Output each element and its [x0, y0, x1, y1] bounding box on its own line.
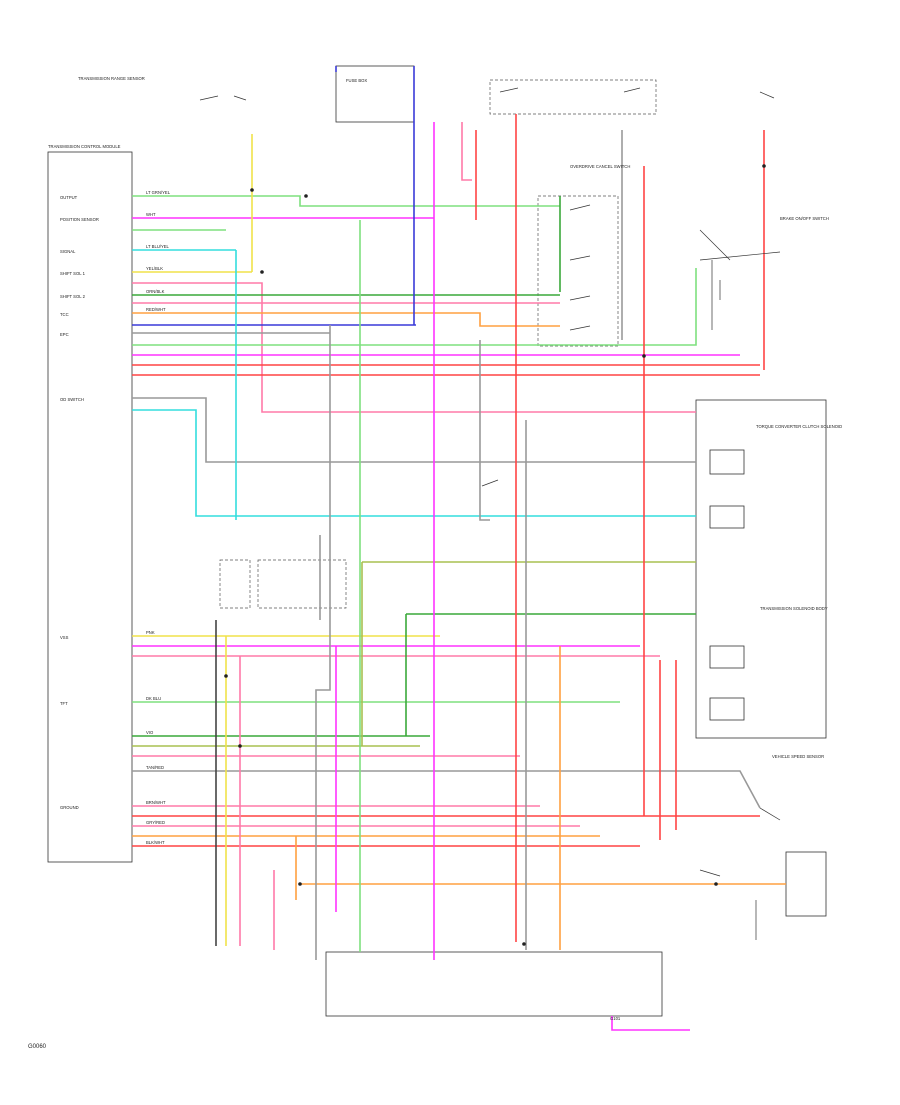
- wire-group-horizontal: [132, 195, 786, 885]
- wire-label-8: VIO: [146, 730, 154, 735]
- pin-label-7: OD SWITCH: [60, 397, 84, 402]
- wire-label-11: GRY/RED: [146, 820, 165, 825]
- label-tcc: TORQUE CONVERTER CLUTCH SOLENOID: [756, 424, 842, 429]
- switch-symbols: [199, 87, 781, 940]
- pin-label-10: GROUND: [60, 805, 79, 810]
- wire-label-3: YEL/BLK: [146, 266, 163, 271]
- wire-label-2: LT BLU/YEL: [146, 244, 170, 249]
- wire-label-0: LT GRN/YEL: [146, 190, 171, 195]
- pin-label-5: TCC: [60, 312, 69, 317]
- wire-label-4: ORN/BLK: [146, 289, 165, 294]
- pin-label-2: SIGNAL: [60, 249, 76, 254]
- pin-label-0: OUTPUT: [60, 195, 78, 200]
- pin-label-4: SHIFT SOL 2: [60, 294, 86, 299]
- label-left-sensor: TRANSMISSION RANGE SENSOR: [78, 76, 145, 81]
- fuse-box: [335, 65, 415, 123]
- label-solenoid-body: TRANSMISSION SOLENOID BODY: [760, 606, 828, 611]
- bottom-connector: [325, 951, 663, 1017]
- wire-label-10: BRN/WHT: [146, 800, 166, 805]
- wire-label-1: WHT: [146, 212, 156, 217]
- wire-group-vertical: [215, 66, 765, 1031]
- wire-label-7: DK BLU: [146, 696, 161, 701]
- solenoid-3: [709, 645, 745, 669]
- wire-label-9: TAN/RED: [146, 765, 164, 770]
- wire-label-5: RED/WHT: [146, 307, 166, 312]
- label-ground: G101: [610, 1016, 621, 1021]
- label-fuse-box: FUSE BOX: [346, 78, 367, 83]
- switch-box: [537, 195, 619, 347]
- vss-box: [785, 851, 827, 917]
- pin-label-8: VSS: [60, 635, 69, 640]
- label-pcm: TRANSMISSION CONTROL MODULE: [48, 144, 121, 149]
- pin-labels: OUTPUT POSITION SENSOR SIGNAL SHIFT SOL …: [60, 195, 99, 810]
- pin-label-6: EPC: [60, 332, 69, 337]
- component-labels: TRANSMISSION RANGE SENSOR TRANSMISSION C…: [28, 76, 842, 1050]
- pin-label-3: SHIFT SOL 1: [60, 271, 86, 276]
- wire-label-6: PNK: [146, 630, 155, 635]
- pin-label-1: POSITION SENSOR: [60, 217, 99, 222]
- solenoid-2: [709, 505, 745, 529]
- relay-block: [489, 79, 657, 115]
- label-vss: VEHICLE SPEED SENSOR: [772, 754, 824, 759]
- label-brake-switch: BRAKE ON/OFF SWITCH: [780, 216, 829, 221]
- mid-sensor-box-2: [219, 559, 251, 609]
- wire-label-12: BLK/WHT: [146, 840, 165, 845]
- solenoid-body: [695, 399, 827, 739]
- splice-dots: [224, 164, 766, 946]
- solenoid-1: [709, 449, 745, 475]
- pin-label-9: TFT: [60, 701, 68, 706]
- label-od-switch: OVERDRIVE CANCEL SWITCH: [570, 164, 630, 169]
- solenoid-4: [709, 697, 745, 721]
- mid-sensor-box: [257, 559, 347, 609]
- diagram-id: G0060: [28, 1044, 47, 1050]
- pcm-box: [47, 151, 133, 863]
- wire-labels: LT GRN/YEL WHT LT BLU/YEL YEL/BLK ORN/BL…: [146, 190, 171, 845]
